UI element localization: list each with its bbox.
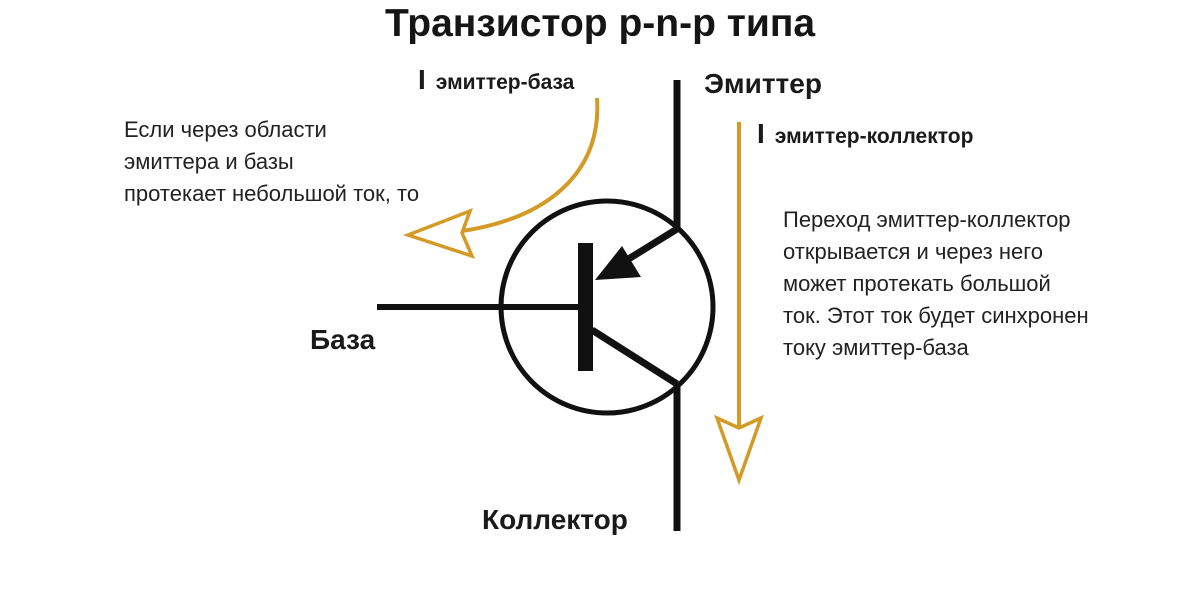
note-line: Если через области эмиттера и базы — [124, 117, 327, 174]
note-line: Переход эмиттер-коллектор — [783, 207, 1071, 232]
current-subscript: эмиттер-база — [435, 71, 575, 94]
current-label-emitter-collector: I эмиттер-коллектор — [757, 118, 973, 150]
diagram-title: Транзистор p-n-p типа — [384, 2, 816, 45]
base-bar — [578, 243, 593, 371]
note-left: Если через области эмиттера и базы проте… — [124, 114, 424, 210]
current-label-emitter-base: I эмиттер-база — [418, 64, 574, 96]
emitter-base-arrowhead-icon — [402, 207, 476, 259]
emitter-label: Эмиттер — [704, 68, 822, 99]
collector-label: Коллектор — [482, 504, 628, 535]
current-subscript: эмиттер-коллектор — [774, 125, 974, 148]
note-line: открывается и через него — [783, 239, 1043, 264]
base-label: База — [310, 324, 376, 355]
emitter-base-current-arrow — [455, 97, 600, 234]
emitter-collector-arrowhead-icon — [713, 414, 765, 486]
note-line: протекает небольшой ток, то — [124, 181, 420, 206]
current-symbol: I — [418, 64, 426, 95]
collector-diagonal — [590, 327, 679, 387]
emitter-arrowhead — [595, 246, 641, 280]
note-right: Переход эмиттер-коллектор открывается и … — [783, 204, 1143, 364]
current-symbol: I — [757, 118, 765, 149]
note-line: току эмиттер-база — [783, 335, 969, 360]
note-line: может протекать большой — [783, 271, 1051, 296]
note-line: ток. Этот ток будет синхронен — [783, 303, 1089, 328]
